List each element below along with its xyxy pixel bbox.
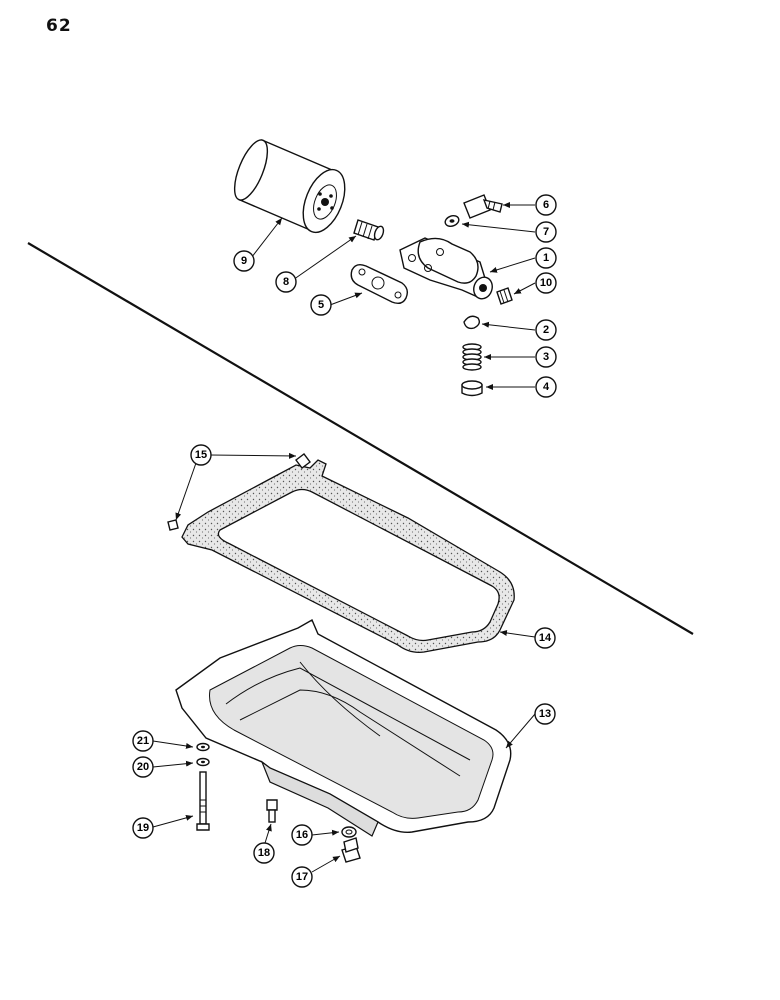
svg-text:15: 15: [195, 449, 207, 461]
svg-text:2: 2: [543, 324, 549, 336]
lock-washer: [444, 215, 460, 227]
bolt: [463, 194, 503, 219]
svg-text:17: 17: [296, 871, 308, 883]
callout-13: 13: [534, 703, 556, 725]
leader-lines: [152, 202, 536, 873]
svg-text:13: 13: [539, 708, 551, 720]
callout-17: 17: [291, 866, 313, 888]
filter-base-housing: [399, 237, 493, 300]
callout-2: 2: [535, 319, 557, 341]
callout-9: 9: [233, 250, 255, 272]
pipe-plug: [496, 287, 513, 305]
svg-text:7: 7: [543, 226, 549, 238]
callout-15: 15: [190, 444, 212, 466]
svg-text:6: 6: [543, 199, 549, 211]
svg-text:5: 5: [318, 299, 324, 311]
svg-text:4: 4: [543, 381, 550, 393]
callout-1: 1: [535, 247, 557, 269]
adapter-gasket: [350, 263, 409, 305]
svg-text:19: 19: [137, 822, 149, 834]
short-bolt: [266, 799, 278, 823]
svg-text:18: 18: [258, 847, 270, 859]
oil-pan-gasket: [167, 453, 515, 653]
callout-19: 19: [132, 817, 154, 839]
washer-flat: [196, 757, 210, 767]
callout-14: 14: [534, 627, 556, 649]
callout-21: 21: [132, 730, 154, 752]
long-bolt: [196, 771, 210, 831]
svg-text:8: 8: [283, 276, 289, 288]
relief-valve: [461, 380, 483, 397]
callout-16: 16: [291, 824, 313, 846]
oil-filter: [233, 139, 346, 234]
svg-text:20: 20: [137, 761, 149, 773]
callout-18: 18: [253, 842, 275, 864]
drain-plug: [341, 837, 361, 863]
oil-pan: [175, 619, 512, 837]
svg-text:14: 14: [539, 632, 552, 644]
svg-text:16: 16: [296, 829, 308, 841]
relief-spring: [462, 343, 482, 371]
svg-text:10: 10: [540, 277, 552, 289]
adapter-nipple: [353, 219, 385, 241]
callout-7: 7: [535, 221, 557, 243]
callout-20: 20: [132, 756, 154, 778]
callout-5: 5: [310, 294, 332, 316]
valve-seat: [463, 315, 481, 330]
drain-plug-gasket: [341, 826, 357, 838]
callout-10: 10: [535, 272, 557, 294]
svg-text:9: 9: [241, 255, 247, 267]
callout-6: 6: [535, 194, 557, 216]
svg-text:3: 3: [543, 351, 549, 363]
washer-small: [196, 742, 210, 752]
svg-text:21: 21: [137, 735, 149, 747]
page-number: 62: [46, 16, 72, 36]
callout-4: 4: [535, 376, 557, 398]
svg-text:1: 1: [543, 252, 549, 264]
callout-3: 3: [535, 346, 557, 368]
separator-line: [27, 242, 694, 635]
callout-8: 8: [275, 271, 297, 293]
